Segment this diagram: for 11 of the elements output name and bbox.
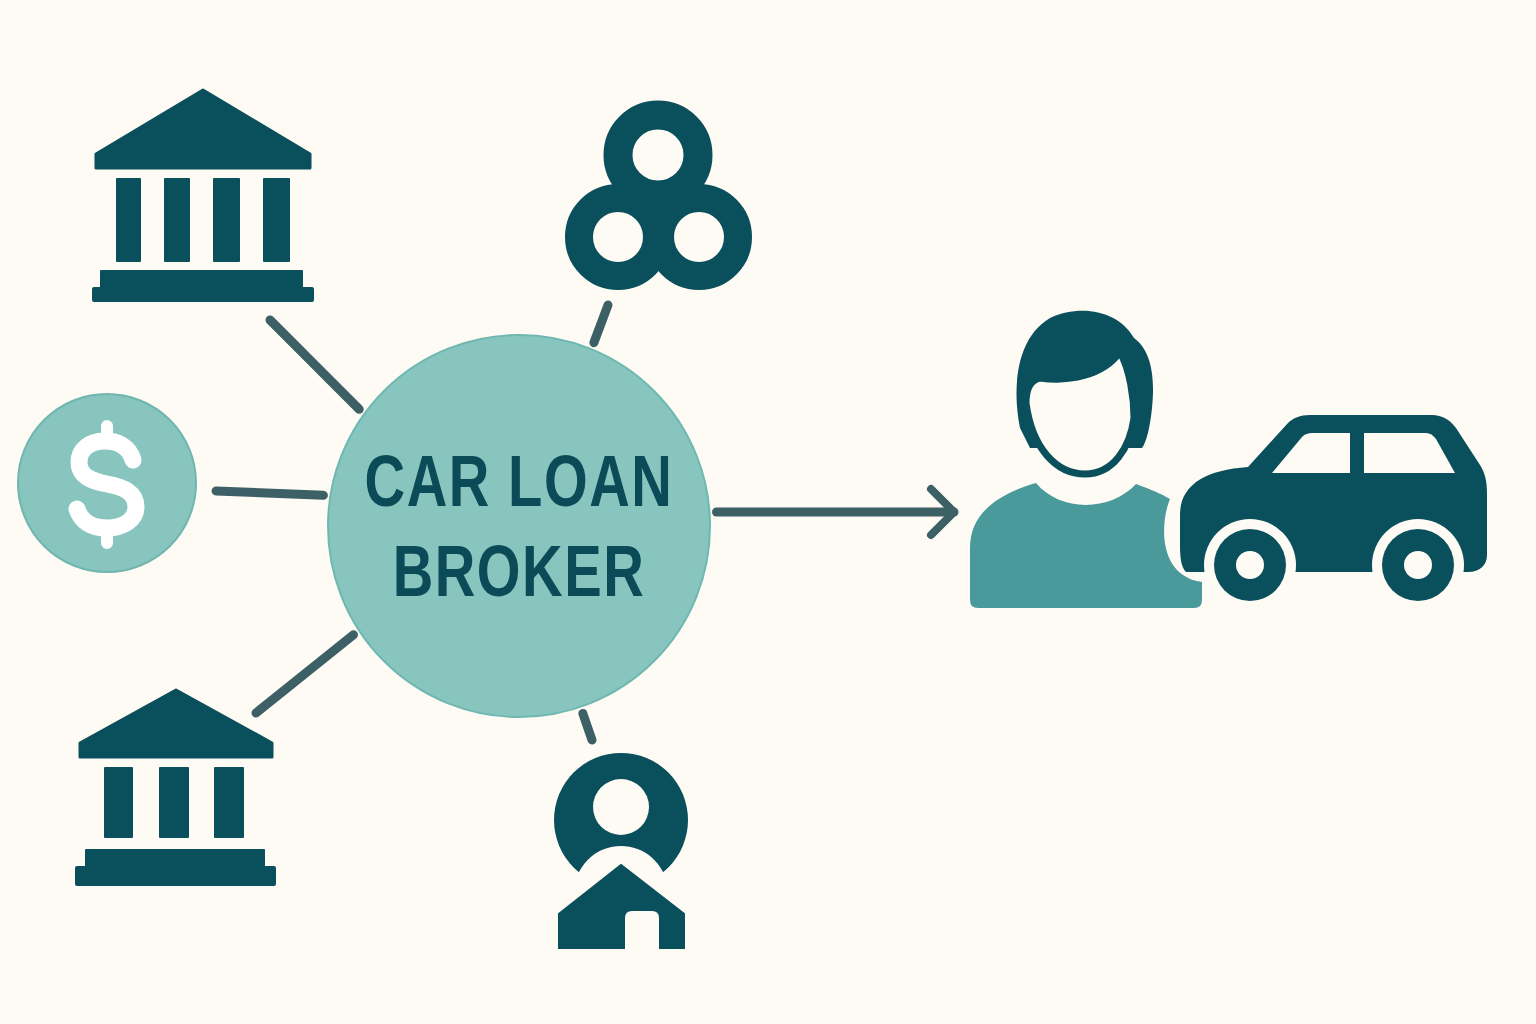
connector-line <box>589 300 613 348</box>
person-icon <box>968 308 1203 608</box>
connector-line <box>265 315 364 414</box>
broker-label: CAR LOAN BROKER <box>363 440 675 613</box>
arrow <box>712 485 959 539</box>
connector-line <box>251 630 358 718</box>
bank-icon <box>92 88 314 302</box>
bank-icon <box>75 688 277 886</box>
connector-line <box>578 708 597 745</box>
three-rings-icon <box>565 100 753 290</box>
connector-line <box>211 486 328 500</box>
